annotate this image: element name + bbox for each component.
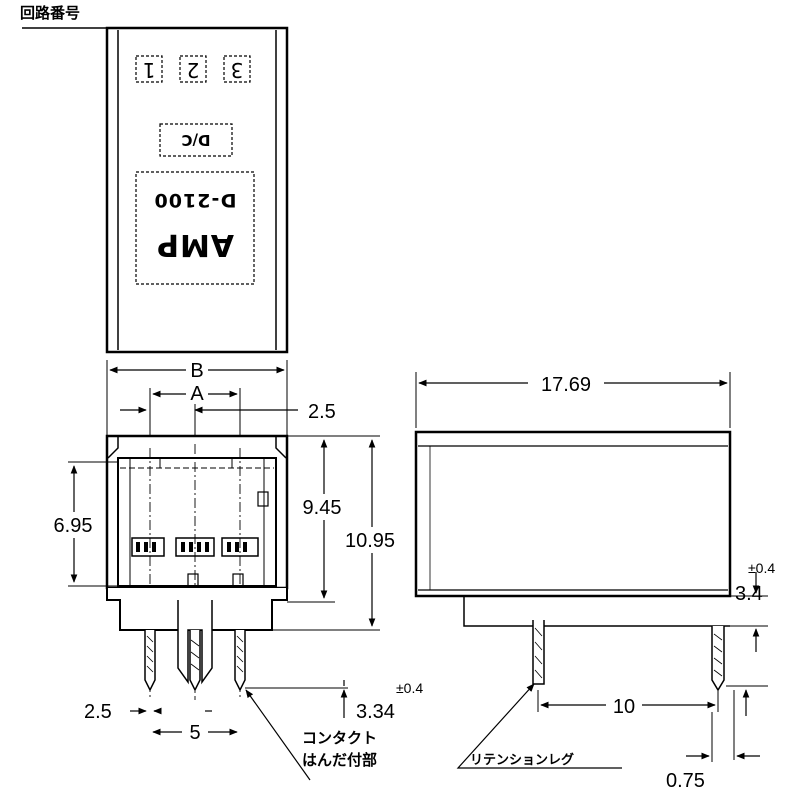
tol-3-4: ±0.4 [748,560,775,576]
dim-17-69: 17.69 [541,374,591,396]
side-base [463,596,730,627]
pin-2 [189,630,201,692]
circuit-number-3: 3 [231,58,244,82]
dim-3-4: 3.4 [735,583,763,605]
top-view: 回路番号 1 2 3 D/C D-2100 AMP [20,4,289,354]
brand-logo: AMP [156,227,234,262]
label-contact: コンタクト [302,729,377,747]
pin-1 [144,630,156,692]
dim-0-75: 0.75 [666,770,705,792]
side-view: 17.69 ±0.4 3.4 10 0.75 [414,370,775,792]
contact-solder-leader [245,689,311,781]
dim-B: B [190,360,203,382]
label-solder-part: はんだ付部 [302,751,377,769]
dim-2-5-top: 2.5 [308,401,336,423]
label-retention-leg: リテンションレグ [470,752,574,768]
dim-2-5-bottom: 2.5 [84,701,112,723]
dim-3-34: 3.34 [356,701,395,723]
tol-3-34: ±0.4 [396,680,423,696]
circuit-box-3 [223,55,251,83]
dim-5: 5 [189,722,200,744]
date-code-label: D/C [182,131,211,149]
front-body-outline [105,434,289,590]
dim-6-95: 6.95 [54,515,93,537]
circuit-number-2: 2 [187,58,200,82]
side-contact-pin [711,626,725,692]
retention-leg [532,620,545,685]
front-view: B A 2.5 [44,359,423,781]
dim-9-45: 9.45 [303,497,342,519]
part-number-label: D-2100 [154,189,237,211]
retention-leg-leader [456,683,622,769]
label-circuit-number: 回路番号 [20,4,80,22]
date-code-box [159,123,233,157]
circuit-box-1 [135,55,163,83]
pin-3 [234,630,246,692]
circuit-number-1: 1 [143,58,156,82]
dim-10: 10 [613,696,635,718]
front-pins [144,600,246,692]
dim-10-95: 10.95 [345,530,395,552]
circuit-box-2 [179,55,207,83]
side-body-outline [414,430,732,598]
dim-A: A [190,383,204,405]
